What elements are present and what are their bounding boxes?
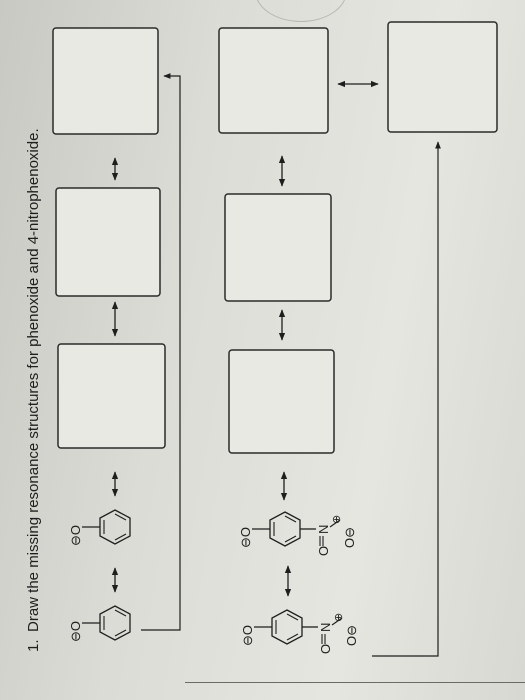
answer-box-nitrophenoxide-3[interactable] xyxy=(218,27,329,134)
answer-box-phenoxide-2[interactable] xyxy=(55,187,161,297)
nitrophenoxide-structure-1: ⊖O N ⊕ O O⊖ xyxy=(240,609,359,654)
answer-box-nitrophenoxide-4[interactable] xyxy=(387,21,498,133)
nitrophenoxide-oxygen-label: ⊖O xyxy=(238,527,253,548)
nitro-positive-charge: ⊕ xyxy=(331,515,343,524)
nitro-nitrogen-label: N xyxy=(316,525,331,534)
page-bottom-line xyxy=(185,682,525,683)
return-connector-line xyxy=(372,141,441,657)
nitro-oxygen-anion: O⊖ xyxy=(342,527,357,548)
answer-box-phenoxide-3[interactable] xyxy=(52,27,159,135)
answer-box-nitrophenoxide-1[interactable] xyxy=(228,349,335,454)
question-text: Draw the missing resonance structures fo… xyxy=(25,128,42,632)
nitrophenoxide-structure-2: ⊖O N ⊕ O O⊖ xyxy=(238,511,357,556)
return-connector-line xyxy=(141,73,181,631)
nitrophenoxide-oxygen-label: ⊖O xyxy=(240,625,255,646)
nitro-nitrogen-label: N xyxy=(318,623,333,632)
phenoxide-structure-1: ⊖O xyxy=(68,605,131,642)
answer-box-phenoxide-1[interactable] xyxy=(57,343,166,449)
phenoxide-structure-2: ⊖O xyxy=(68,509,131,546)
question-number: 1. xyxy=(25,639,42,652)
phenoxide-oxygen-label: ⊖O xyxy=(68,621,83,642)
phenoxide-oxygen-label: ⊖O xyxy=(68,525,83,546)
answer-box-nitrophenoxide-2[interactable] xyxy=(224,193,332,302)
nitro-oxygen-anion: O⊖ xyxy=(344,625,359,646)
nitro-oxygen-double: O xyxy=(318,644,333,654)
nitro-oxygen-double: O xyxy=(316,546,331,556)
nitro-positive-charge: ⊕ xyxy=(333,613,345,622)
